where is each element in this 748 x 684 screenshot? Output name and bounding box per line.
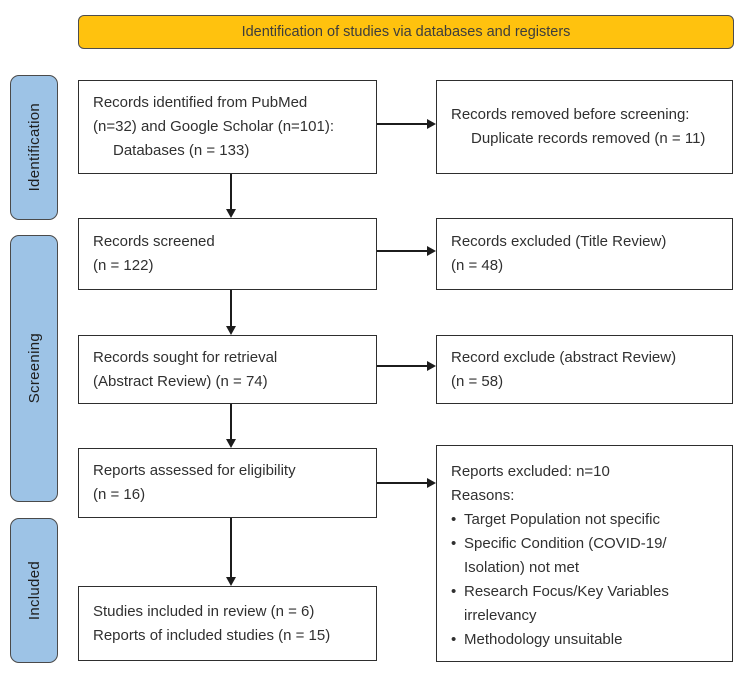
bullet-item: • Specific Condition (COVID-19/ <box>451 532 724 556</box>
box-line: (n = 16) <box>93 486 146 503</box>
arrow-down-assessed-to-included-icon <box>226 518 236 586</box>
bullet-icon: • <box>451 583 457 600</box>
bullet-text-continued: Isolation) not met <box>464 559 580 576</box>
stage-screening-label: Screening <box>25 333 43 404</box>
box-reports-excluded-reasons: Reports excluded: n=10 Reasons: • Target… <box>436 445 733 662</box>
box-reports-assessed: Reports assessed for eligibility (n = 16… <box>78 448 377 518</box>
box-line: (n=32) and Google Scholar (n=101): <box>93 118 334 135</box>
box-line: Records excluded (Title Review) <box>451 233 667 250</box>
box-line: Records removed before screening: <box>451 106 690 123</box>
arrow-down-identified-to-screened-icon <box>226 174 236 218</box>
banner-identification-via-databases: Identification of studies via databases … <box>78 15 734 49</box>
bullet-icon: • <box>451 511 457 528</box>
box-line: (n = 48) <box>451 257 504 274</box>
arrow-down-retrieval-to-assessed-icon <box>226 404 236 448</box>
bullet-text: Methodology unsuitable <box>464 631 623 648</box>
box-line: Duplicate records removed (n = 11) <box>471 130 706 147</box>
arrow-right-excluded-abstract-icon <box>377 361 436 371</box>
box-line: (n = 58) <box>451 372 504 390</box>
bullet-icon: • <box>451 535 457 552</box>
stage-screening: Screening <box>10 235 58 502</box>
box-line: Records sought for retrieval <box>93 348 278 366</box>
banner-label: Identification of studies via databases … <box>241 24 571 40</box>
box-line: Record exclude (abstract Review) <box>451 348 677 366</box>
box-line: Databases (n = 133) <box>113 142 250 159</box>
box-records-screened: Records screened (n = 122) <box>78 218 377 290</box>
stage-included-label: Included <box>25 560 43 621</box>
box-line: Reports excluded: n=10 <box>451 463 610 480</box>
box-records-excluded-abstract: Record exclude (abstract Review) (n = 58… <box>436 335 733 404</box>
arrow-right-removed-before-screening-icon <box>377 119 436 129</box>
box-records-excluded-title: Records excluded (Title Review) (n = 48) <box>436 218 733 290</box>
bullet-item: • Target Population not specific <box>451 508 724 532</box>
arrow-down-screened-to-retrieval-icon <box>226 290 236 335</box>
box-records-identified: Records identified from PubMed (n=32) an… <box>78 80 377 174</box>
box-line: Reports of included studies (n = 15) <box>93 626 331 644</box>
bullet-icon: • <box>451 631 457 648</box>
stage-identification: Identification <box>10 75 58 220</box>
box-line: Studies included in review (n = 6) <box>93 602 315 620</box>
box-line: (n = 122) <box>93 257 154 274</box>
bullet-text: Target Population not specific <box>464 511 660 528</box>
stage-included: Included <box>10 518 58 663</box>
bullet-text: Research Focus/Key Variables <box>464 583 669 600</box>
bullet-text-continued: irrelevancy <box>464 607 537 624</box>
box-line: Records identified from PubMed <box>93 94 308 111</box>
box-line: Reports assessed for eligibility <box>93 462 296 479</box>
arrow-right-reports-excluded-icon <box>377 478 436 488</box>
box-studies-included: Studies included in review (n = 6) Repor… <box>78 586 377 661</box>
box-line: Records screened <box>93 233 215 250</box>
stage-identification-label: Identification <box>25 103 43 192</box>
box-line: Reasons: <box>451 487 515 504</box>
bullet-text: Specific Condition (COVID-19/ <box>464 535 667 552</box>
bullet-item: • Methodology unsuitable <box>451 628 724 652</box>
bullet-item: • Research Focus/Key Variables <box>451 580 724 604</box>
box-records-removed-before-screening: Records removed before screening: Duplic… <box>436 80 733 174</box>
box-line: (Abstract Review) (n = 74) <box>93 372 268 390</box>
arrow-right-excluded-title-icon <box>377 246 436 256</box>
box-records-sought-retrieval: Records sought for retrieval (Abstract R… <box>78 335 377 404</box>
